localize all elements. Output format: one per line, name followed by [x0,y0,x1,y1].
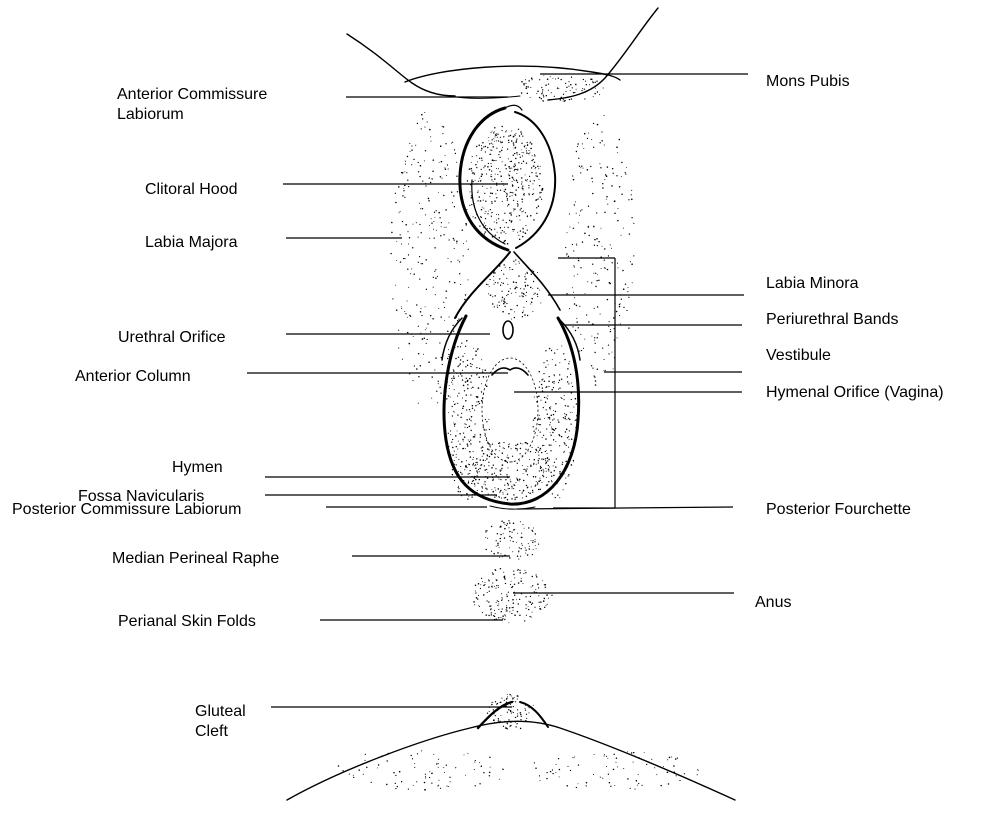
label-anterior-column: Anterior Column [75,367,191,387]
label-posterior-fourchette: Posterior Fourchette [766,500,911,520]
label-vestibule: Vestibule [766,346,831,366]
label-gluteal-cleft: Gluteal Cleft [195,702,246,742]
label-clitoral-hood: Clitoral Hood [145,180,237,200]
label-labia-majora: Labia Majora [145,233,238,253]
label-median-perineal-raphe: Median Perineal Raphe [112,549,279,569]
label-anterior-commissure-labiorum: Anterior Commissure Labiorum [117,85,267,125]
label-periurethral-bands: Periurethral Bands [766,310,899,330]
label-posterior-commissure-labiorum: Posterior Commissure Labiorum [12,500,241,520]
label-hymenal-orifice: Hymenal Orifice (Vagina) [766,383,944,403]
label-hymen: Hymen [172,458,223,478]
label-labia-minora: Labia Minora [766,274,859,294]
label-urethral-orifice: Urethral Orifice [118,328,226,348]
label-mons-pubis: Mons Pubis [766,72,850,92]
label-perianal-skin-folds: Perianal Skin Folds [118,612,256,632]
label-anus: Anus [755,593,791,613]
